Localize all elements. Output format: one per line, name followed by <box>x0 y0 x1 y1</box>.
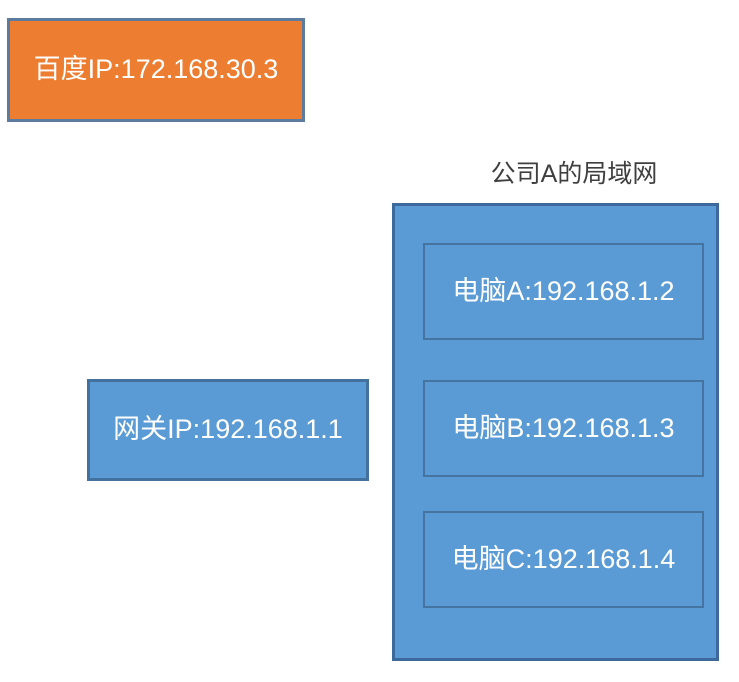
lan-title: 公司A的局域网 <box>490 160 658 188</box>
baidu-ip-label: 百度IP:172.168.30.3 <box>33 54 279 85</box>
gateway-ip-label: 网关IP:192.168.1.1 <box>113 414 343 445</box>
computer-b-node: 电脑B:192.168.1.3 <box>423 380 704 477</box>
computer-a-label: 电脑A:192.168.1.2 <box>452 275 675 306</box>
computer-a-node: 电脑A:192.168.1.2 <box>423 243 704 340</box>
computer-c-node: 电脑C:192.168.1.4 <box>423 511 704 608</box>
computer-b-label: 电脑B:192.168.1.3 <box>452 412 675 443</box>
baidu-ip-node: 百度IP:172.168.30.3 <box>7 18 305 122</box>
gateway-ip-node: 网关IP:192.168.1.1 <box>87 379 369 481</box>
computer-c-label: 电脑C:192.168.1.4 <box>451 543 676 574</box>
lan-container: 电脑A:192.168.1.2 电脑B:192.168.1.3 电脑C:192.… <box>392 203 719 661</box>
